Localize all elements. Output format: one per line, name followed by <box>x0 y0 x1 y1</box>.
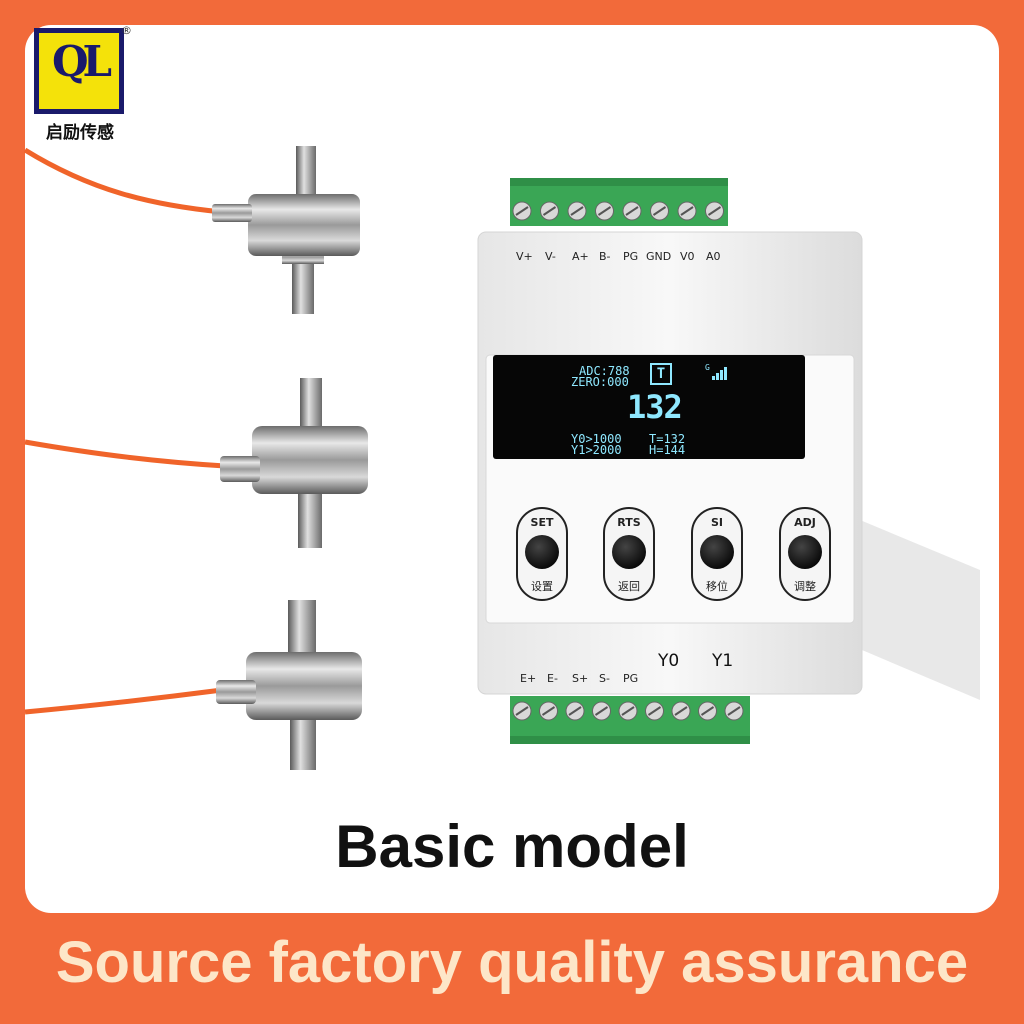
brand-logo: QL <box>34 28 124 114</box>
screen-mode-indicator: T <box>650 363 672 385</box>
cable-3 <box>24 687 223 715</box>
screen-y0: Y0>1000 <box>571 432 622 446</box>
terminal-label: S- <box>599 672 610 685</box>
brand-name: 启励传感 <box>46 123 114 143</box>
top-terminal-block <box>510 178 728 226</box>
screen-signal-letter: G <box>705 363 710 372</box>
terminal-label: PG <box>623 250 639 263</box>
signal-bars-icon <box>712 367 728 380</box>
caption: Basic model <box>335 813 689 880</box>
terminal-label: GND <box>646 250 672 263</box>
screen-zero: ZERO:000 <box>571 375 629 389</box>
oled-display: ADC:788 ZERO:000 T G 132 Y0>1000 Y1>2000… <box>493 355 805 459</box>
slogan: Source factory quality assurance <box>55 930 969 995</box>
terminal-label: E+ <box>520 672 537 685</box>
device-shadow <box>860 520 980 700</box>
load-cell-3 <box>216 600 362 770</box>
cable-1 <box>23 147 223 215</box>
cable-2 <box>24 439 226 469</box>
terminal-label: V- <box>545 250 556 263</box>
screen-h: H=144 <box>649 443 686 457</box>
terminal-label: B- <box>599 250 611 263</box>
terminal-label: V0 <box>680 250 695 263</box>
relay-label-y0: Y0 <box>658 651 680 671</box>
button-set-label: SET <box>530 516 554 529</box>
screen-t: T=132 <box>649 432 686 446</box>
button-si-caption: 移位 <box>706 580 728 593</box>
screen-adc: ADC:788 <box>579 364 630 378</box>
button-si-label: SI <box>710 516 723 529</box>
screen-y1: Y1>2000 <box>571 443 622 457</box>
terminal-label: A+ <box>572 250 589 263</box>
terminal-label: E- <box>547 672 558 685</box>
terminal-label: A0 <box>706 250 721 263</box>
bottom-terminal-block <box>510 696 750 744</box>
relay-label-y1: Y1 <box>712 651 734 671</box>
screen-main-value: 132 <box>627 388 683 426</box>
button-rts-label: RTS <box>617 516 641 529</box>
button-rts-caption: 返回 <box>618 580 640 593</box>
button-adj-label: ADJ <box>794 516 816 529</box>
terminal-label: V+ <box>516 250 533 263</box>
button-adj-caption: 调整 <box>794 580 816 593</box>
terminal-label: S+ <box>572 672 589 685</box>
logo-mark: QL <box>51 37 112 86</box>
load-cell-1 <box>212 146 360 314</box>
terminal-label: PG <box>623 672 639 685</box>
load-cell-2 <box>220 378 368 548</box>
registered-mark: ® <box>121 24 132 37</box>
button-set-caption: 设置 <box>531 580 553 593</box>
